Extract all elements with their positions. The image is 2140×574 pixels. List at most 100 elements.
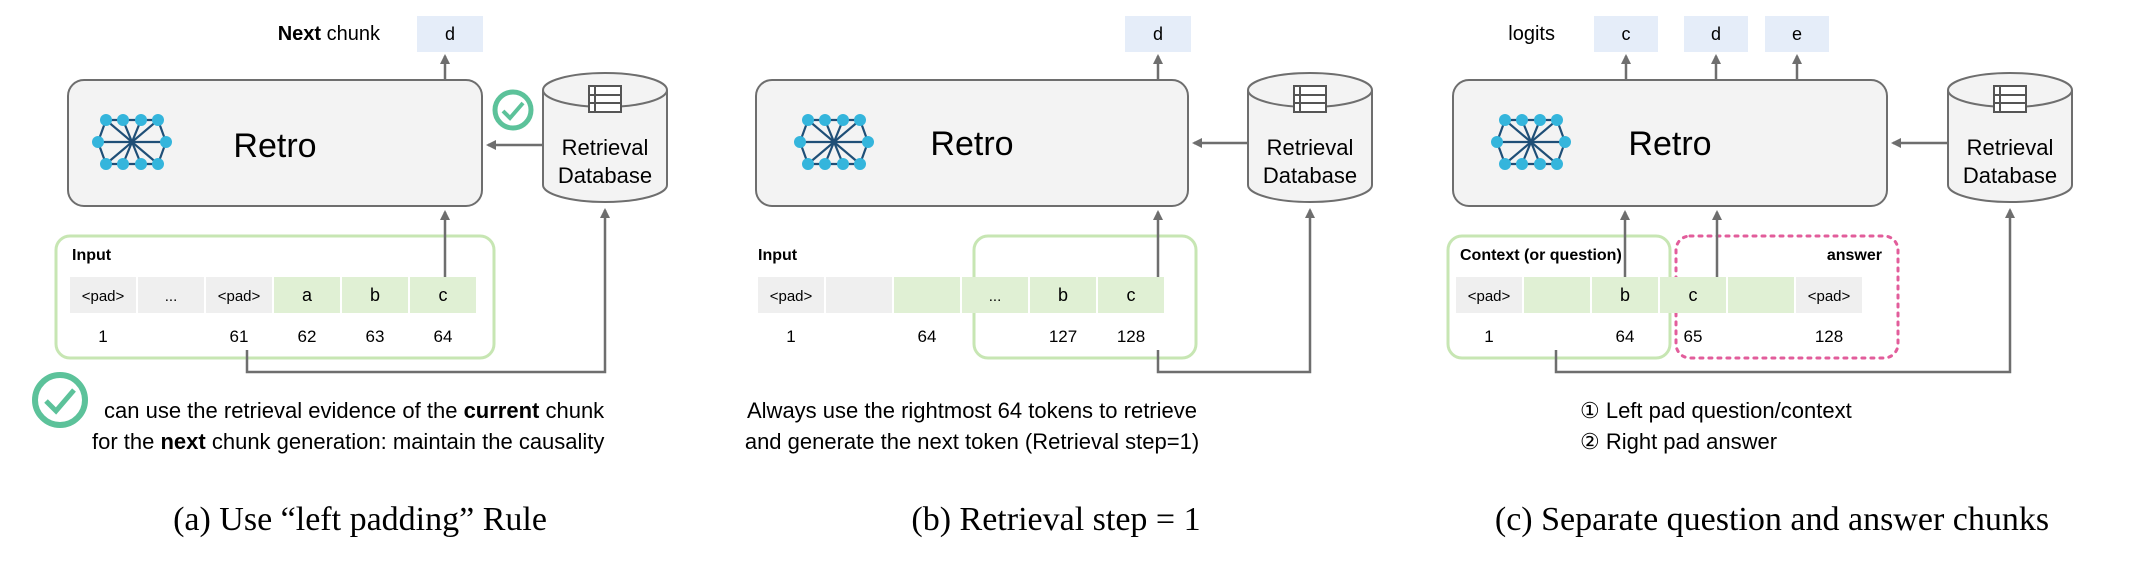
database-list-icon bbox=[588, 85, 622, 113]
token-text: <pad> bbox=[1468, 288, 1511, 305]
logit-token: e bbox=[1792, 24, 1802, 44]
logits-row: c d e bbox=[1594, 16, 1829, 80]
note-b-line2: and generate the next token (Retrieval s… bbox=[745, 429, 1199, 454]
token-cell bbox=[1660, 277, 1726, 313]
logit-token-box bbox=[1684, 16, 1748, 52]
output-token-box bbox=[1125, 16, 1191, 52]
token-cell bbox=[1030, 277, 1096, 313]
output-token: d bbox=[1153, 24, 1163, 44]
token-text: <pad> bbox=[218, 288, 261, 305]
network-icon bbox=[794, 114, 874, 170]
token-cell bbox=[342, 277, 408, 313]
db-line2: Database bbox=[1963, 163, 2057, 188]
token-text: <pad> bbox=[1808, 288, 1851, 305]
db-line1: Retrieval bbox=[1967, 135, 2054, 160]
token-cell bbox=[1524, 277, 1590, 313]
caption-a: (a) Use “left padding” Rule bbox=[173, 501, 547, 538]
token-cell bbox=[758, 277, 824, 313]
panel-a: Next chunk d bbox=[32, 16, 668, 538]
token-index: 1 bbox=[98, 327, 107, 346]
token-text: <pad> bbox=[770, 288, 813, 305]
token-index: 1 bbox=[786, 327, 795, 346]
retrieval-query-path bbox=[1554, 208, 2015, 374]
token-cell bbox=[826, 277, 892, 313]
note-b-line1: Always use the rightmost 64 tokens to re… bbox=[747, 398, 1197, 423]
panel-c: logits c d e Retro bbox=[1446, 16, 2073, 538]
retrieval-database: Retrieval Database bbox=[1247, 72, 1373, 203]
token-cell bbox=[70, 277, 136, 313]
database-list-icon bbox=[1993, 85, 2027, 113]
token-index: 65 bbox=[1684, 327, 1703, 346]
token-cell bbox=[410, 277, 476, 313]
db-line2: Database bbox=[558, 163, 652, 188]
token-cell bbox=[894, 277, 960, 313]
token-index: 64 bbox=[1616, 327, 1635, 346]
note-a-line2: for the next chunk generation: maintain … bbox=[92, 429, 604, 454]
token-cell bbox=[206, 277, 272, 313]
token-index: 61 bbox=[230, 327, 249, 346]
retro-label: Retro bbox=[930, 125, 1013, 163]
output-token-box bbox=[417, 16, 483, 52]
answer-label: answer bbox=[1827, 247, 1882, 264]
logit-token: c bbox=[1622, 24, 1631, 44]
token-index: 64 bbox=[434, 327, 453, 346]
token-cell bbox=[962, 277, 1028, 313]
network-icon bbox=[1491, 114, 1571, 170]
db-line2: Database bbox=[1263, 163, 1357, 188]
token-index: 64 bbox=[918, 327, 937, 346]
next-rest: chunk bbox=[321, 23, 381, 45]
logit-token-box bbox=[1594, 16, 1658, 52]
token-cell bbox=[1592, 277, 1658, 313]
network-icon bbox=[92, 114, 172, 170]
token-text: b bbox=[370, 285, 380, 305]
next-bold: Next bbox=[278, 23, 322, 45]
token-text: b bbox=[1058, 285, 1068, 305]
token-index: 128 bbox=[1815, 327, 1843, 346]
retrieval-query-path bbox=[245, 208, 610, 374]
retrieval-database: Retrieval Database bbox=[542, 72, 668, 203]
panel-b: d Retro bbox=[745, 16, 1373, 538]
token-index: 62 bbox=[298, 327, 317, 346]
logit-token: d bbox=[1711, 24, 1721, 44]
token-text: c bbox=[1127, 285, 1136, 305]
token-text: a bbox=[302, 285, 313, 305]
token-cell bbox=[1098, 277, 1164, 313]
caption-c: (c) Separate question and answer chunks bbox=[1495, 501, 2049, 538]
retro-model-box bbox=[1452, 79, 1888, 207]
database-list-icon bbox=[1293, 85, 1327, 113]
output-token: d bbox=[445, 24, 455, 44]
retrieval-database: Retrieval Database bbox=[1947, 72, 2073, 203]
token-text: c bbox=[439, 285, 448, 305]
token-index: 127 bbox=[1049, 327, 1077, 346]
retro-model-box bbox=[755, 79, 1189, 207]
retro-label: Retro bbox=[233, 127, 316, 165]
token-index: 63 bbox=[366, 327, 385, 346]
note-a-line1: can use the retrieval evidence of the cu… bbox=[104, 398, 605, 423]
next-chunk-label: Next chunk bbox=[278, 23, 381, 45]
retro-label: Retro bbox=[1628, 125, 1711, 163]
input-group bbox=[54, 234, 496, 360]
context-label: Context (or question) bbox=[1460, 247, 1622, 264]
check-circle-icon bbox=[492, 89, 534, 131]
token-cell bbox=[1728, 277, 1794, 313]
logits-label: logits bbox=[1508, 23, 1555, 45]
token-cell bbox=[1796, 277, 1862, 313]
token-text: ... bbox=[989, 288, 1002, 305]
caption-b: (b) Retrieval step = 1 bbox=[911, 501, 1200, 538]
token-index: 128 bbox=[1117, 327, 1145, 346]
logit-token-box bbox=[1765, 16, 1829, 52]
check-circle-icon bbox=[32, 372, 88, 428]
note-c-line2: ② Right pad answer bbox=[1580, 429, 1777, 454]
input-label: Input bbox=[72, 247, 112, 264]
token-text: b bbox=[1620, 285, 1630, 305]
token-cell bbox=[274, 277, 340, 313]
token-text: <pad> bbox=[82, 288, 125, 305]
token-index: 1 bbox=[1484, 327, 1493, 346]
note-c-line1: ① Left pad question/context bbox=[1580, 398, 1852, 423]
retro-model-box bbox=[67, 79, 483, 207]
token-cell bbox=[138, 277, 204, 313]
token-row: <pad> 1 64... b 127 c 128 bbox=[758, 277, 1164, 346]
